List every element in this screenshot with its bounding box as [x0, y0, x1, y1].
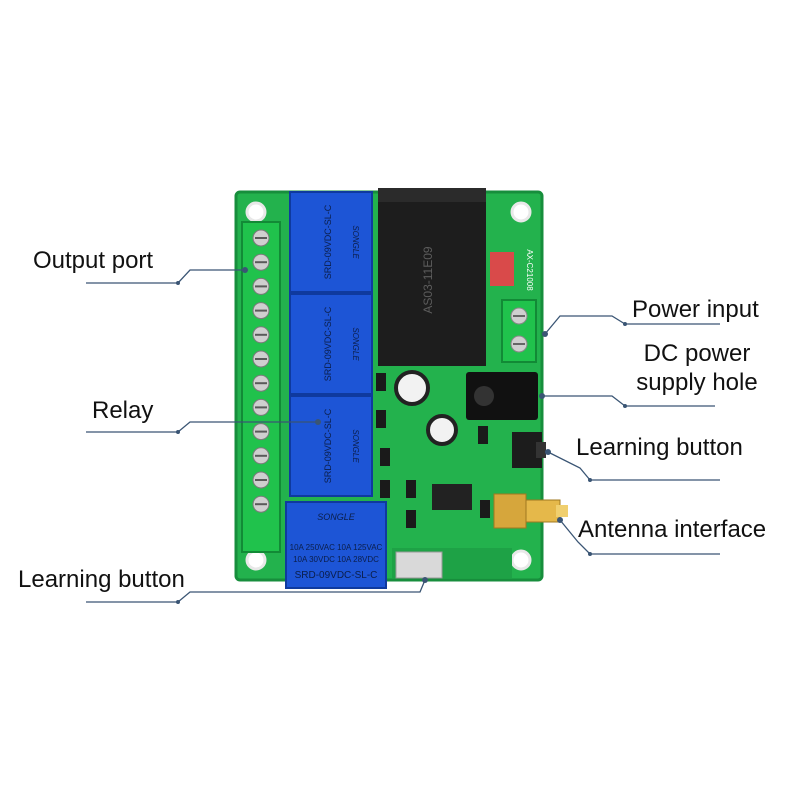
dc-power-label-line1: DC power [643, 340, 751, 367]
relay-brand-text: SONGLE [351, 225, 360, 259]
rf-module [392, 548, 512, 579]
leader-lines [86, 269, 720, 603]
antenna-interface-label: Antenna interface [578, 516, 767, 543]
relay-brand-text: SONGLE [351, 429, 360, 463]
mounting-hole [510, 201, 532, 223]
fuse [490, 252, 514, 286]
dc-jack [466, 372, 538, 420]
output-port-label: Output port [33, 247, 154, 274]
capacitor [394, 370, 430, 406]
relay [289, 191, 373, 293]
relay-brand-text: SONGLE [351, 327, 360, 361]
leader-dots [176, 267, 627, 604]
capacitor [426, 414, 458, 446]
dc-power-label-line2: supply hole [636, 369, 758, 396]
relay-text: 10A 30VDC 10A 28VDC [293, 555, 379, 564]
antenna-connector [493, 493, 568, 529]
learning-button-left-label: Learning button [18, 566, 185, 593]
mounting-hole [245, 201, 267, 223]
relay-text: SONGLE [317, 512, 356, 522]
module-label: AS03-11E09 [421, 246, 435, 313]
power-module: AS03-11E09 [378, 188, 486, 366]
relay-label: Relay [92, 397, 154, 424]
relay-model-text: SRD-09VDC-SL-C [323, 204, 333, 279]
relay [285, 501, 387, 589]
relay-text: 10A 250VAC 10A 125VAC [290, 543, 383, 552]
power-input-terminal [501, 299, 537, 363]
relay-text: SRD-09VDC-SL-C [295, 570, 378, 581]
ic-chip [432, 484, 472, 510]
relay-model-text: SRD-09VDC-SL-C [323, 306, 333, 381]
mounting-hole [245, 549, 267, 571]
mounting-hole [510, 549, 532, 571]
learning-button-right-part [512, 432, 546, 468]
learning-button-right-label: Learning button [576, 434, 743, 461]
board-code: AX-C21008 [525, 249, 534, 291]
relay [289, 395, 373, 497]
relay-group: SRD-09VDC-SL-C SONGLE SRD-09VDC-SL-C SONGLE… [285, 191, 387, 589]
relay-model-text: SRD-09VDC-SL-C [323, 408, 333, 483]
power-input-label: Power input [632, 296, 759, 323]
relay [289, 293, 373, 395]
small-components [376, 373, 490, 528]
output-terminal-block [241, 221, 281, 553]
